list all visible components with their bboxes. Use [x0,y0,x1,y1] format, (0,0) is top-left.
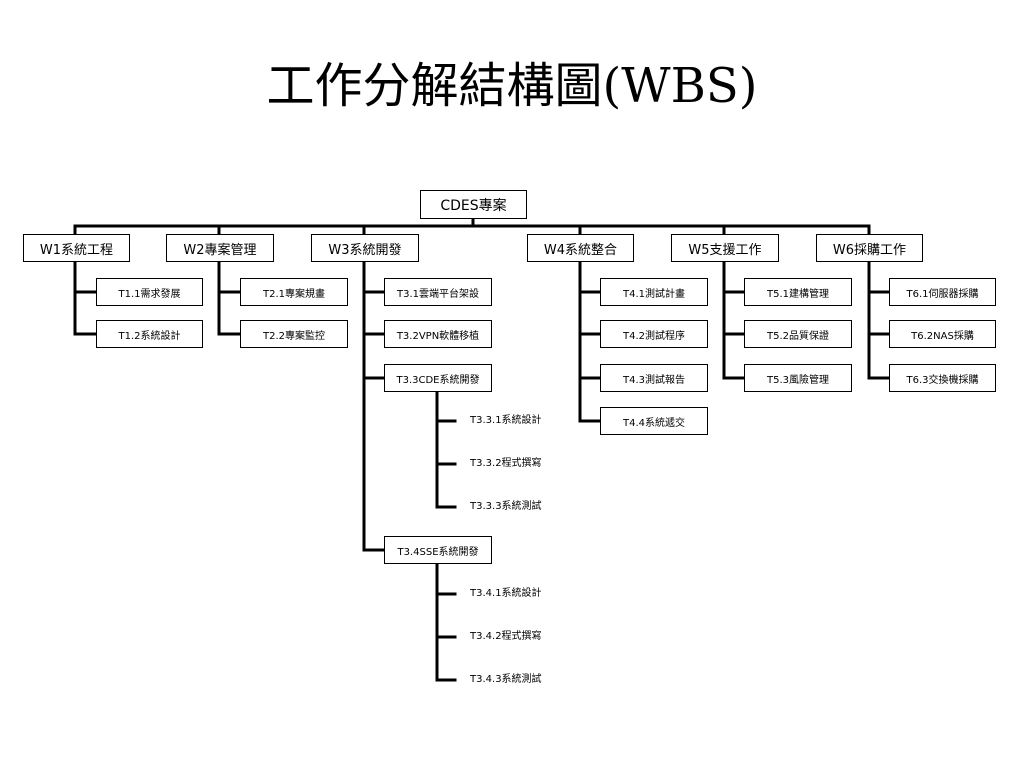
subtask-label: T3.4.3系統測試 [470,674,542,685]
subtask-label: T3.4.2程式撰寫 [470,631,542,642]
subtask-label: T3.4.1系統設計 [470,588,542,599]
task-box: T5.3風險管理 [744,364,852,392]
task-box: T3.4SSE系統開發 [384,536,492,564]
task-box: T3.2VPN軟體移植 [384,320,492,348]
task-box: T2.1專案規畫 [240,278,348,306]
task-box: T5.1建構管理 [744,278,852,306]
task-box: T6.1伺服器採購 [889,278,996,306]
task-box: T6.3交換機採購 [889,364,996,392]
task-box: T4.3測試報告 [600,364,708,392]
task-box: T2.2專案監控 [240,320,348,348]
task-box: T5.2品質保證 [744,320,852,348]
task-box: T1.2系統設計 [96,320,203,348]
page-title: 工作分解結構圖(WBS) [266,58,758,114]
task-box: T4.2測試程序 [600,320,708,348]
task-box: T1.1需求發展 [96,278,203,306]
workstream-w5: W5支援工作 [671,234,779,262]
subtask-label: T3.3.1系統設計 [470,415,542,426]
workstream-w4: W4系統整合 [527,234,634,262]
workstream-w1: W1系統工程 [23,234,130,262]
task-box: T4.1測試計畫 [600,278,708,306]
workstream-w6: W6採購工作 [816,234,923,262]
task-box: T3.3CDE系統開發 [384,364,492,392]
workstream-w2: W2專案管理 [166,234,274,262]
workstream-w3: W3系統開發 [311,234,419,262]
task-box: T6.2NAS採購 [889,320,996,348]
task-box: T3.1雲端平台架設 [384,278,492,306]
root-node: CDES專案 [420,190,527,219]
task-box: T4.4系統遞交 [600,407,708,435]
subtask-label: T3.3.3系統測試 [470,501,542,512]
subtask-label: T3.3.2程式撰寫 [470,458,542,469]
